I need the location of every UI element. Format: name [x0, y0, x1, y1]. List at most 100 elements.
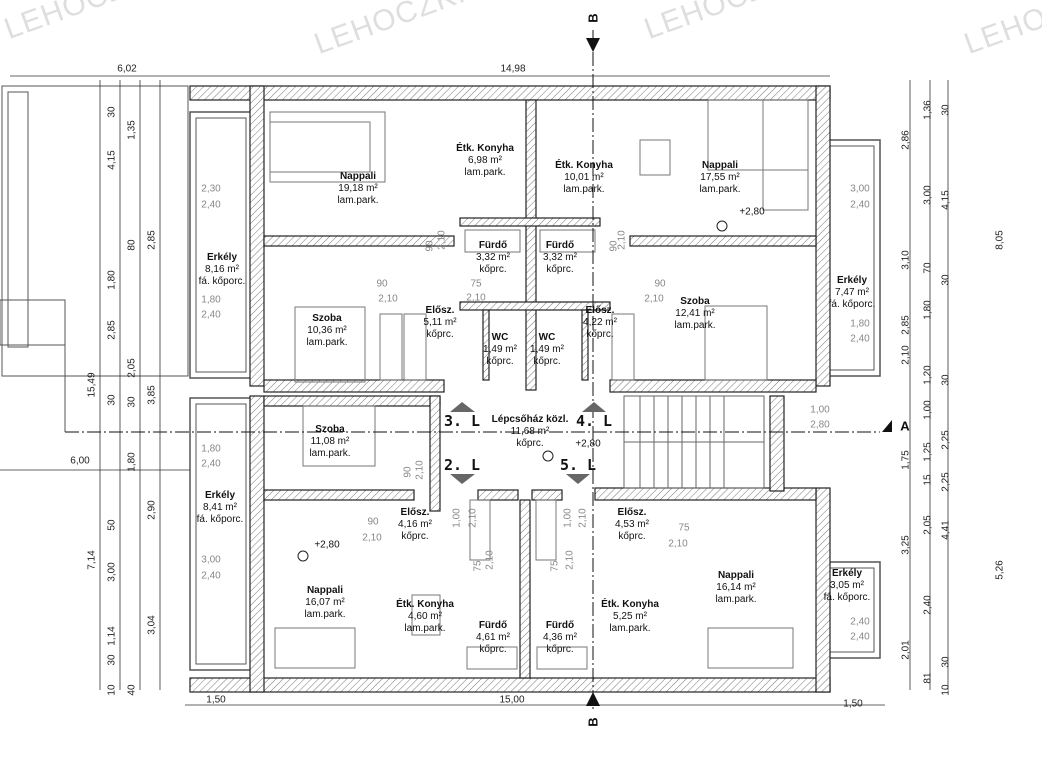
dimension-label: 15,49	[86, 372, 98, 398]
room-area: 17,55 m²	[700, 172, 740, 183]
dimension-label: 75	[549, 560, 561, 572]
room-name: Lépcsőház közl.	[491, 414, 569, 425]
dimension-label: 90	[424, 240, 436, 252]
dimension-label: 90	[376, 278, 388, 290]
dimension-label: 1,35	[126, 120, 138, 140]
room-floor: kőprc.	[479, 644, 507, 655]
dimension-label: 10	[940, 684, 952, 696]
dimension-label: 1,75	[900, 450, 912, 470]
room-area: 7,47 m²	[835, 287, 869, 298]
stair-mark-5: 5. L	[559, 456, 597, 474]
room-name: Erkély	[831, 568, 863, 579]
room-floor: kőprc.	[516, 438, 544, 449]
dimension-label: 30	[940, 656, 952, 668]
room-name: WC	[491, 332, 509, 343]
dimension-label: 2,10	[436, 230, 448, 250]
dimension-label: 1,80	[126, 452, 138, 472]
room-area: 4,22 m²	[583, 317, 617, 328]
room-floor: lam.park.	[304, 609, 346, 620]
dimension-label: 2,10	[577, 508, 589, 528]
walls	[189, 85, 831, 693]
room-area: 19,18 m²	[338, 183, 378, 194]
dimension-label: 1,14	[106, 626, 118, 646]
room-floor: lam.park.	[309, 448, 351, 459]
dimension-label: 2,90	[146, 500, 158, 520]
dimension-label: 30	[106, 394, 118, 406]
dimension-label: 90	[654, 278, 666, 290]
room-name: Nappali	[306, 585, 344, 596]
room-floor: lam.park.	[306, 337, 348, 348]
dimension-label: 2,25	[940, 430, 952, 450]
level-markers	[297, 220, 728, 562]
stair-mark-2: 2. L	[443, 456, 481, 474]
dimension-label: 2,10	[564, 550, 576, 570]
room-name: Fürdő	[478, 240, 508, 251]
dimension-label: 3,00	[106, 562, 118, 582]
dimension-label: 1,80	[922, 300, 934, 320]
dimension-label: 7,14	[86, 550, 98, 570]
dimension-label: 3,04	[146, 615, 158, 635]
dimension-label: 3,00	[922, 185, 934, 205]
room-name: WC	[538, 332, 556, 343]
dimension-label: 3,85	[146, 385, 158, 405]
dimension-label: 1,80	[201, 443, 221, 455]
dimension-label: 2,10	[378, 293, 398, 305]
level-marker: +2,80	[314, 539, 340, 551]
dimension-label: 2,10	[668, 538, 688, 550]
room-name: Erkély	[204, 490, 236, 501]
section-lines	[65, 30, 880, 710]
room-area: 4,16 m²	[398, 519, 432, 530]
room-name: Szoba	[680, 296, 710, 307]
section-a-label: A	[900, 418, 910, 434]
room-name: Fürdő	[545, 240, 575, 251]
room-name: Étk. Konyha	[456, 143, 514, 154]
room-floor: kőprc.	[426, 329, 454, 340]
room-name: Elősz.	[425, 305, 455, 316]
dimension-label: 30	[940, 274, 952, 286]
section-b-bottom-label: B	[585, 717, 601, 727]
room-floor: fá. kőporc.	[198, 276, 246, 287]
dimension-label: 2,40	[922, 595, 934, 615]
dimension-label: 30	[940, 104, 952, 116]
room-name: Fürdő	[478, 620, 508, 631]
neighbour-building	[0, 85, 189, 432]
room-name: Étk. Konyha	[555, 160, 613, 171]
room-floor: kőprc.	[586, 329, 614, 340]
dimension-label: 10	[106, 684, 118, 696]
stair-mark-3: 3. L	[443, 412, 481, 430]
dimension-label: 2,40	[850, 616, 870, 628]
dimension-label: 1,50	[843, 698, 863, 710]
dimension-label: 1,50	[206, 694, 226, 706]
dimension-label: 30	[126, 396, 138, 408]
room-area: 8,16 m²	[205, 264, 239, 275]
room-area: 16,07 m²	[305, 597, 345, 608]
stair-mark-4: 4. L	[575, 412, 613, 430]
dimension-label: 2,40	[850, 199, 870, 211]
room-name: Erkély	[836, 275, 868, 286]
dimension-label: 2,86	[900, 130, 912, 150]
dimension-label: 4,15	[940, 190, 952, 210]
dimension-label: 1,00	[562, 508, 574, 528]
room-name: Szoba	[312, 313, 342, 324]
section-b-bottom-arrow	[586, 692, 600, 706]
dimension-label: 80	[126, 239, 138, 251]
dimension-lines	[0, 75, 949, 706]
dimension-label: 6,00	[70, 455, 90, 467]
dimension-label: 1,00	[922, 400, 934, 420]
dimension-label: 8,05	[994, 230, 1006, 250]
furniture	[269, 99, 809, 670]
dimension-label: 3,10	[900, 250, 912, 270]
dimension-label: 30	[106, 106, 118, 118]
